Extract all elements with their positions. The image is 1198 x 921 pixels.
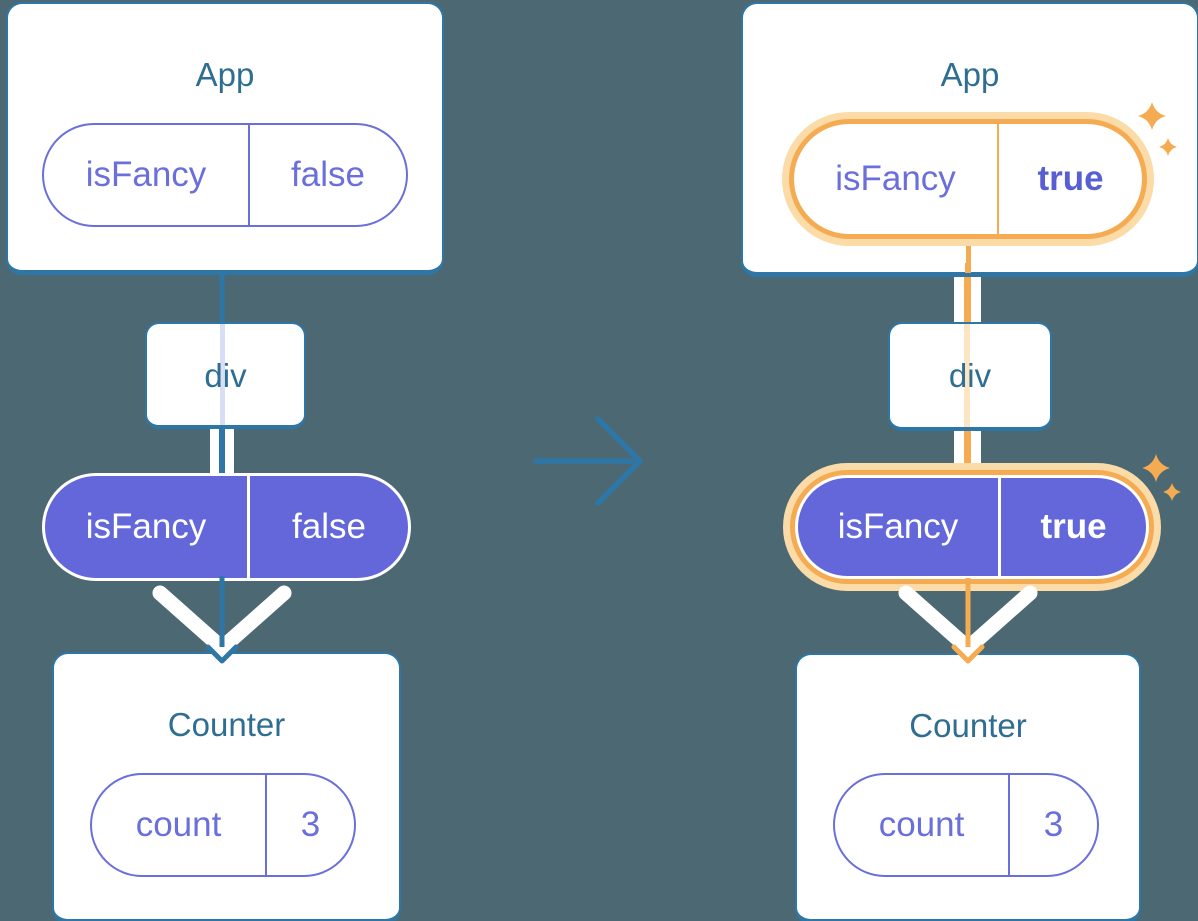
right-div-flow-line [964, 324, 970, 427]
left-div-title: div [204, 357, 247, 394]
prop-name: isFancy [837, 507, 959, 546]
transition-arrow-icon [533, 416, 643, 506]
right-app-card: App isFancy true [741, 2, 1198, 277]
state-name: count [135, 805, 222, 844]
left-div-card: div [145, 322, 306, 429]
left-app-title: App [195, 56, 255, 93]
left-app-state-pill: isFancy false [42, 123, 408, 227]
left-passed-prop-pill: isFancy false [42, 473, 411, 581]
left-counter-card: Counter count 3 [52, 652, 401, 921]
right-app-flow-line [966, 226, 971, 272]
prop-value: false [247, 476, 408, 578]
right-app-state-pill-highlighted: isFancy true [789, 119, 1147, 239]
right-div-title: div [948, 357, 992, 394]
right-div-card: div [888, 322, 1052, 431]
state-value: false [248, 125, 406, 225]
right-passing-chevron-icon [898, 585, 1038, 656]
right-passed-prop-pill-highlighted: isFancy true [795, 475, 1149, 579]
left-pipe-white-left [210, 421, 219, 477]
left-app-card: App isFancy false [6, 2, 444, 275]
right-counter-state-pill: count 3 [833, 773, 1099, 877]
prop-value: true [998, 478, 1146, 576]
state-value: 3 [1008, 775, 1097, 875]
state-name: count [878, 805, 965, 844]
sparkle-icon [1142, 454, 1170, 482]
state-name: isFancy [835, 159, 956, 198]
left-pipe-core [219, 421, 225, 477]
right-counter-card: Counter count 3 [795, 653, 1141, 921]
left-div-thread-line [219, 324, 225, 425]
state-value: true [997, 124, 1142, 234]
left-passing-chevron-icon [152, 585, 292, 656]
prop-name: isFancy [85, 507, 207, 546]
state-value: 3 [265, 775, 354, 875]
sparkle-icon [1163, 483, 1181, 501]
left-pipe-white-right [225, 421, 234, 477]
right-counter-title: Counter [909, 707, 1027, 744]
left-counter-title: Counter [167, 706, 286, 743]
left-counter-state-pill: count 3 [90, 773, 356, 877]
state-name: isFancy [85, 155, 207, 194]
right-app-title: App [940, 56, 1000, 93]
